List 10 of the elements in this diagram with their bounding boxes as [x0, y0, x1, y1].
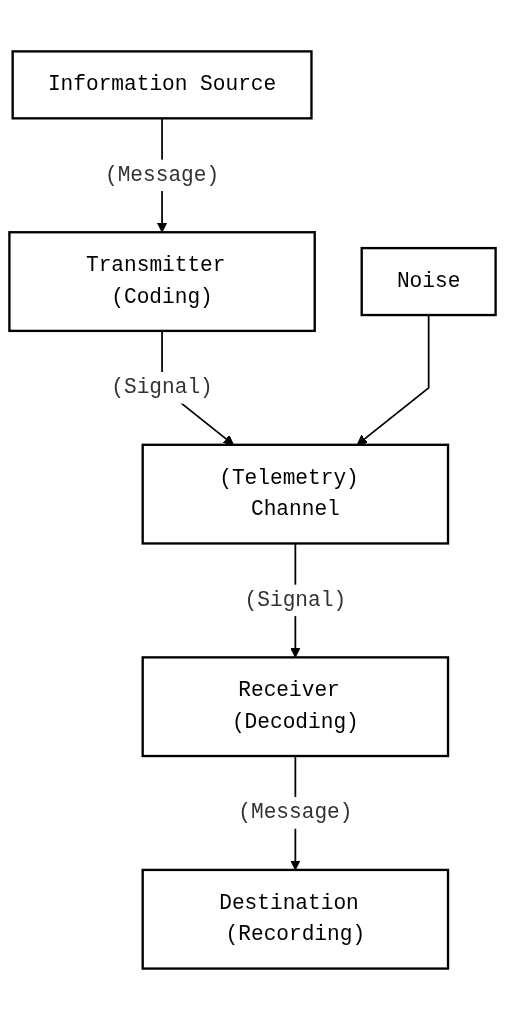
- node-box: Destination (Recording): [141, 868, 450, 970]
- edge-label: (Signal): [244, 587, 347, 612]
- node-box: Information Source: [11, 49, 313, 120]
- node-box: Noise: [360, 246, 497, 316]
- node-box: (Telemetry) Channel: [141, 443, 450, 545]
- edge-label: (Message): [104, 162, 220, 186]
- node-box: Receiver (Decoding): [141, 655, 450, 757]
- edge-label: (Message): [238, 800, 353, 824]
- edge-label: (Signal): [111, 375, 213, 399]
- node-box: Transmitter (Coding): [8, 230, 316, 332]
